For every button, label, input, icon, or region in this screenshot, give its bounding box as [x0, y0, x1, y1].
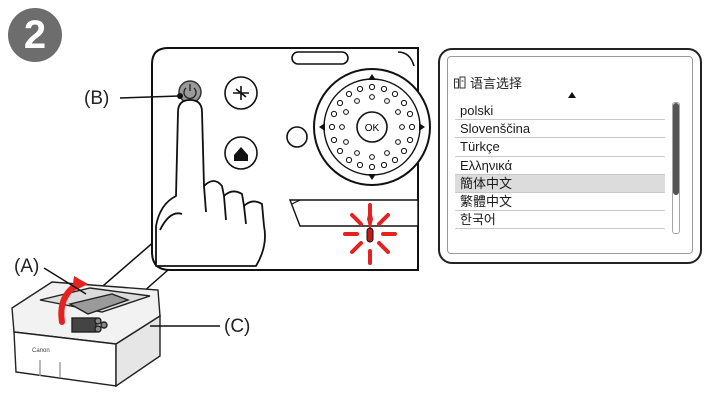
callout-label-a: (A)	[14, 256, 40, 277]
hand-illustration	[155, 99, 266, 267]
function-button	[286, 126, 308, 148]
language-item[interactable]: 繁體中文	[455, 193, 665, 212]
dial-down-arrow	[368, 174, 376, 180]
printer-illustration: OK Canon	[11, 47, 431, 388]
scrollbar-thumb[interactable]	[673, 103, 679, 195]
scroll-up-arrow-icon[interactable]	[568, 92, 576, 98]
printer-body	[11, 281, 161, 388]
callout-line-b	[119, 95, 180, 99]
callout-label-b: (B)	[84, 88, 110, 109]
dial-right-arrow	[419, 123, 425, 131]
callout-label-c: (C)	[224, 316, 251, 337]
ok-button-label: OK	[365, 123, 380, 134]
ok-button	[356, 111, 388, 143]
blinking-lamp	[343, 203, 397, 265]
tools-icon	[233, 86, 249, 100]
language-item-selected[interactable]: 簡体中文	[455, 174, 665, 193]
language-item[interactable]: Ελληνικά	[455, 157, 665, 175]
dial-left-arrow	[319, 123, 325, 131]
home-icon	[234, 147, 248, 161]
language-icon	[454, 76, 466, 89]
lcd-screen	[447, 56, 693, 254]
callout-line-a	[43, 267, 87, 295]
panel-slot	[291, 51, 349, 65]
lcd-title: 语言选择	[470, 76, 523, 91]
language-item[interactable]: polski	[455, 102, 665, 121]
printer-brand: Canon	[32, 348, 50, 354]
language-item[interactable]: Türkçe	[455, 138, 665, 157]
language-item[interactable]: 한국어	[455, 211, 665, 230]
language-list: polski Slovenščina Türkçe Ελληνικά 簡体中文 …	[455, 102, 665, 230]
language-item[interactable]: Slovenščina	[455, 120, 665, 139]
dial-up-arrow	[368, 74, 376, 80]
lcd-header: 语言选择	[454, 73, 522, 92]
step-number-badge: 2	[8, 8, 62, 62]
